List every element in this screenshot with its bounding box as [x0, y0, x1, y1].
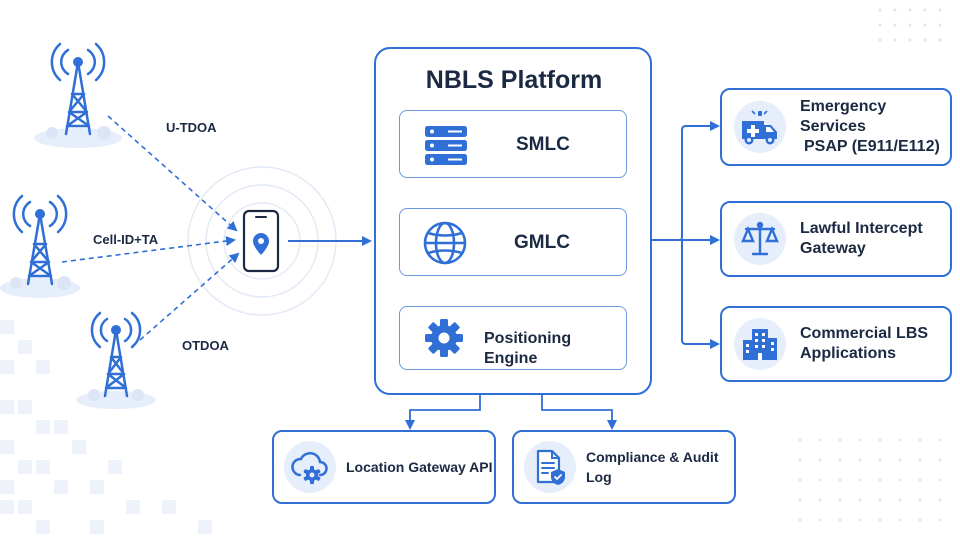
module-label: GMLC — [514, 232, 570, 253]
module-label: SMLC — [516, 134, 570, 155]
platform-title: NBLS Platform — [425, 66, 603, 94]
output-lawful-intercept[interactable]: Lawful Intercept Gateway — [720, 201, 952, 277]
smartphone-location-icon — [242, 209, 280, 273]
tile-pattern-bottom-left — [0, 320, 212, 534]
output-title: Commercial LBS — [800, 325, 929, 342]
connector-otdoa — [139, 252, 240, 341]
gear-icon — [424, 318, 464, 363]
cloud-gear-icon — [284, 441, 336, 493]
globe-icon — [422, 220, 468, 271]
compliance-audit-log-box[interactable]: Compliance & Audit Log — [512, 430, 736, 504]
location-gateway-api-box[interactable]: Location Gateway API — [272, 430, 496, 504]
tower-label-cell-id-ta: Cell-ID+TA — [93, 232, 159, 247]
module-smlc[interactable]: SMLC — [399, 110, 627, 178]
server-icon — [424, 123, 468, 172]
audit-log-label: Compliance & Audit Log — [586, 449, 719, 485]
module-label: Positioning Engine — [484, 330, 572, 367]
scales-icon — [734, 213, 786, 265]
gateway-api-label: Location Gateway API — [346, 459, 493, 475]
buildings-icon — [734, 318, 786, 370]
connector-cell-id-ta — [61, 236, 236, 263]
output-commercial-lbs[interactable]: Commercial LBS Applications — [720, 306, 952, 382]
connector-to-audit-log — [541, 394, 617, 430]
connector-to-gateway-api — [405, 394, 481, 430]
document-shield-icon — [524, 441, 576, 493]
cell-tower-icon — [34, 42, 122, 148]
tower-label-otdoa: OTDOA — [182, 338, 229, 353]
dot-pattern-top-right — [878, 8, 942, 42]
module-gmlc[interactable]: GMLC — [399, 208, 627, 276]
output-title: Emergency Services — [800, 98, 887, 135]
ambulance-icon — [734, 101, 786, 153]
output-subtitle: PSAP (E911/E112) — [804, 138, 940, 155]
dot-pattern-bottom-right — [798, 438, 942, 522]
connector-to-commercial — [681, 240, 720, 349]
output-subtitle: Applications — [800, 345, 897, 362]
output-title: Lawful Intercept — [800, 220, 923, 237]
module-positioning-engine[interactable]: Positioning Engine — [399, 306, 627, 370]
output-emergency-services[interactable]: Emergency Services PSAP (E911/E112) — [720, 88, 952, 166]
cell-tower-icon — [76, 311, 156, 409]
tower-label-u-tdoa: U-TDOA — [166, 120, 217, 135]
output-subtitle: Gateway — [800, 240, 866, 257]
cell-tower-icon — [0, 194, 80, 298]
connector-u-tdoa — [107, 115, 238, 232]
